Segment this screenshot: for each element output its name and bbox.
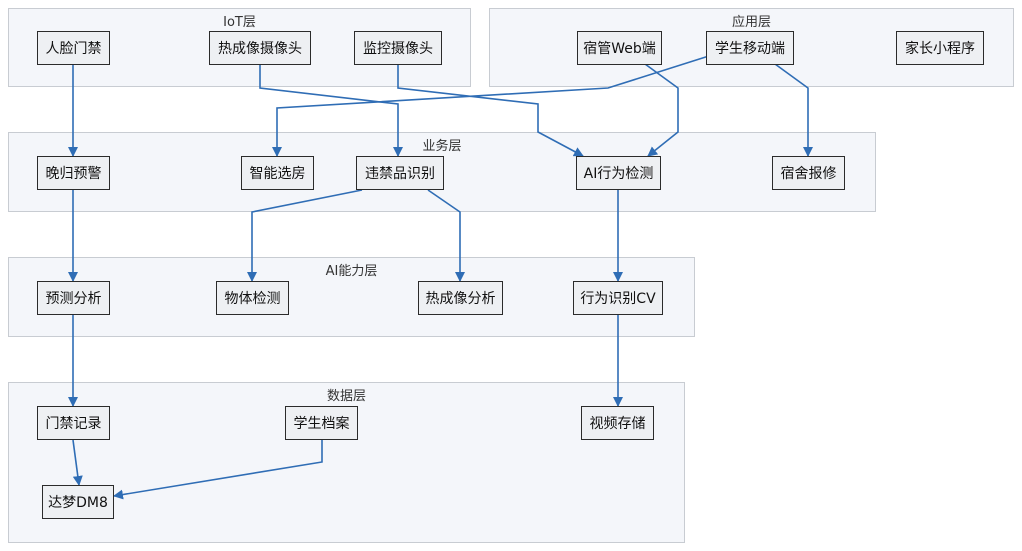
node-late-return-alert[interactable]: 晚归预警 <box>37 156 110 190</box>
node-dorm-web[interactable]: 宿管Web端 <box>577 31 662 65</box>
node-thermal-camera[interactable]: 热成像摄像头 <box>209 31 311 65</box>
edge-student-mobile-to-smart-room-select <box>272 54 713 157</box>
edge-contraband-detect-to-object-detect <box>247 189 363 282</box>
node-behavior-cv[interactable]: 行为识别CV <box>573 281 663 315</box>
node-contraband-detect[interactable]: 违禁品识别 <box>356 156 444 190</box>
node-dorm-repair[interactable]: 宿舍报修 <box>772 156 845 190</box>
node-smart-room-select[interactable]: 智能选房 <box>241 156 314 190</box>
layer-ai-title: AI能力层 <box>325 264 378 279</box>
layer-business-title: 业务层 <box>422 139 462 154</box>
node-parent-miniapp[interactable]: 家长小程序 <box>896 31 984 65</box>
node-student-mobile[interactable]: 学生移动端 <box>706 31 794 65</box>
node-thermal-analysis[interactable]: 热成像分析 <box>418 281 503 315</box>
edge-student-mobile-to-dorm-repair <box>774 63 813 157</box>
node-face-gate[interactable]: 人脸门禁 <box>37 31 110 65</box>
node-ai-behavior-detect[interactable]: AI行为检测 <box>576 156 661 190</box>
layer-iot-title: IoT层 <box>223 15 256 30</box>
node-access-records[interactable]: 门禁记录 <box>37 406 110 440</box>
node-student-files[interactable]: 学生档案 <box>285 406 358 440</box>
node-dameng-db[interactable]: 达梦DM8 <box>42 485 114 519</box>
node-monitor-camera[interactable]: 监控摄像头 <box>354 31 442 65</box>
node-object-detect[interactable]: 物体检测 <box>216 281 289 315</box>
edge-access-records-to-dameng-db <box>72 439 83 486</box>
node-prediction-analysis[interactable]: 预测分析 <box>37 281 110 315</box>
edge-thermal-camera-to-contraband-detect <box>259 64 403 157</box>
layer-app-title: 应用层 <box>731 15 771 30</box>
edge-monitor-camera-to-ai-behavior-detect <box>397 64 584 157</box>
node-video-storage[interactable]: 视频存储 <box>581 406 654 440</box>
edge-dorm-web-to-ai-behavior-detect <box>644 63 679 157</box>
edge-student-files-to-dameng-db <box>113 440 323 500</box>
layer-data-title: 数据层 <box>326 389 366 404</box>
edge-contraband-detect-to-thermal-analysis <box>427 189 465 282</box>
